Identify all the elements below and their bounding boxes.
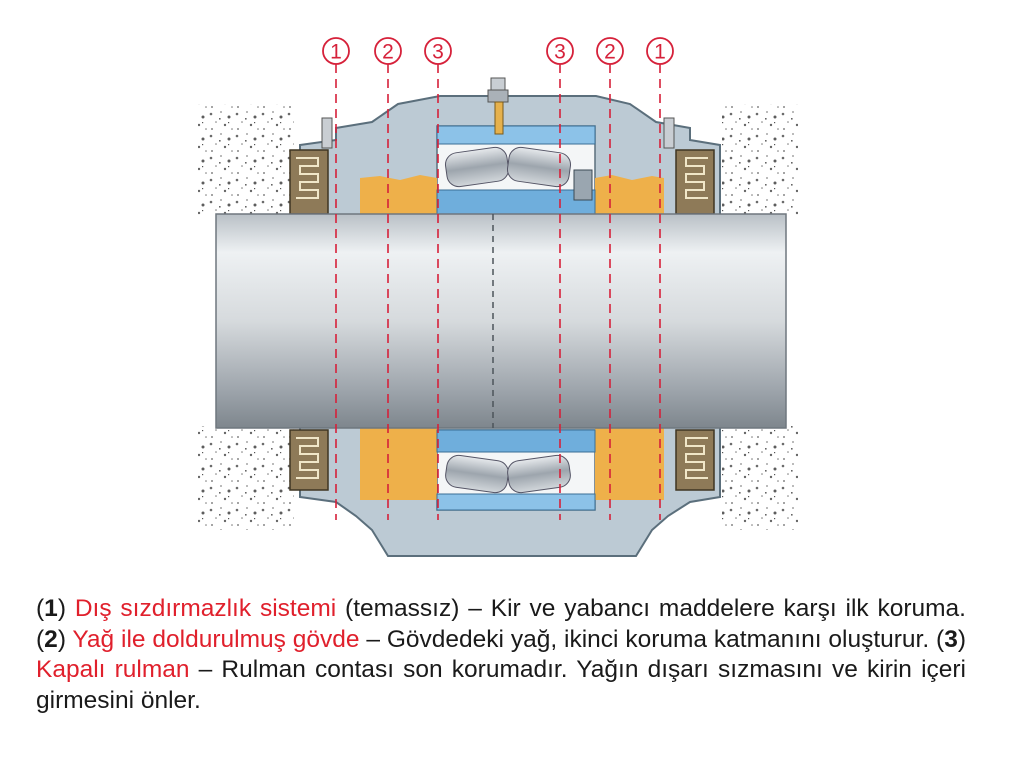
marker-3-right: 3 [546,37,574,65]
item1-number: 1 [44,595,58,622]
item3-close: ) [957,625,967,653]
spherical-roller-bearing-upper [436,125,596,215]
item1-close: ) [57,595,75,622]
svg-text:3: 3 [432,41,444,64]
marker-3-left: 3 [424,37,452,65]
item2-open: ( [36,625,45,653]
item1-term: Dış sızdırmazlık sistemi [74,595,337,622]
shaft [215,213,787,429]
marker-2-right: 2 [596,37,624,65]
svg-text:2: 2 [382,41,394,64]
oil-fill [360,175,664,500]
svg-text:3: 3 [554,41,566,64]
item2-close: ) [57,625,73,653]
svg-text:1: 1 [330,41,342,64]
reference-lines [335,64,661,520]
labyrinth-seal-left [289,117,333,491]
item1-desc: (temassız) – Kir ve yabancı maddelere ka… [336,595,966,622]
labyrinth-seal-right [663,117,715,491]
grease-nipple-icon [487,77,509,135]
svg-text:1: 1 [654,41,666,64]
svg-text:2: 2 [604,41,616,64]
item1-open: ( [36,595,45,622]
bearing-housing-diagram: 1 2 3 3 2 1 [198,37,798,557]
caption-text: (1) Dış sızdırmazlık sistemi (temassız) … [36,594,966,716]
marker-2-left: 2 [374,37,402,65]
item3-number: 3 [944,625,958,653]
dirt-area [198,104,798,530]
number-markers: 1 2 3 3 2 1 [322,37,674,65]
marker-1-right: 1 [646,37,674,65]
spherical-roller-bearing-lower [436,429,596,511]
item3-desc: – Rulman contası son korumadır. Yağın dı… [36,656,966,714]
item2-desc: – Gövdedeki yağ, ikinci koruma katmanını… [359,625,937,653]
item3-open: ( [936,625,945,653]
item2-number: 2 [44,625,58,653]
item2-term: Yağ ile doldurulmuş gövde [72,625,360,653]
marker-1-left: 1 [322,37,350,65]
item3-term: Kapalı rulman [36,656,190,683]
